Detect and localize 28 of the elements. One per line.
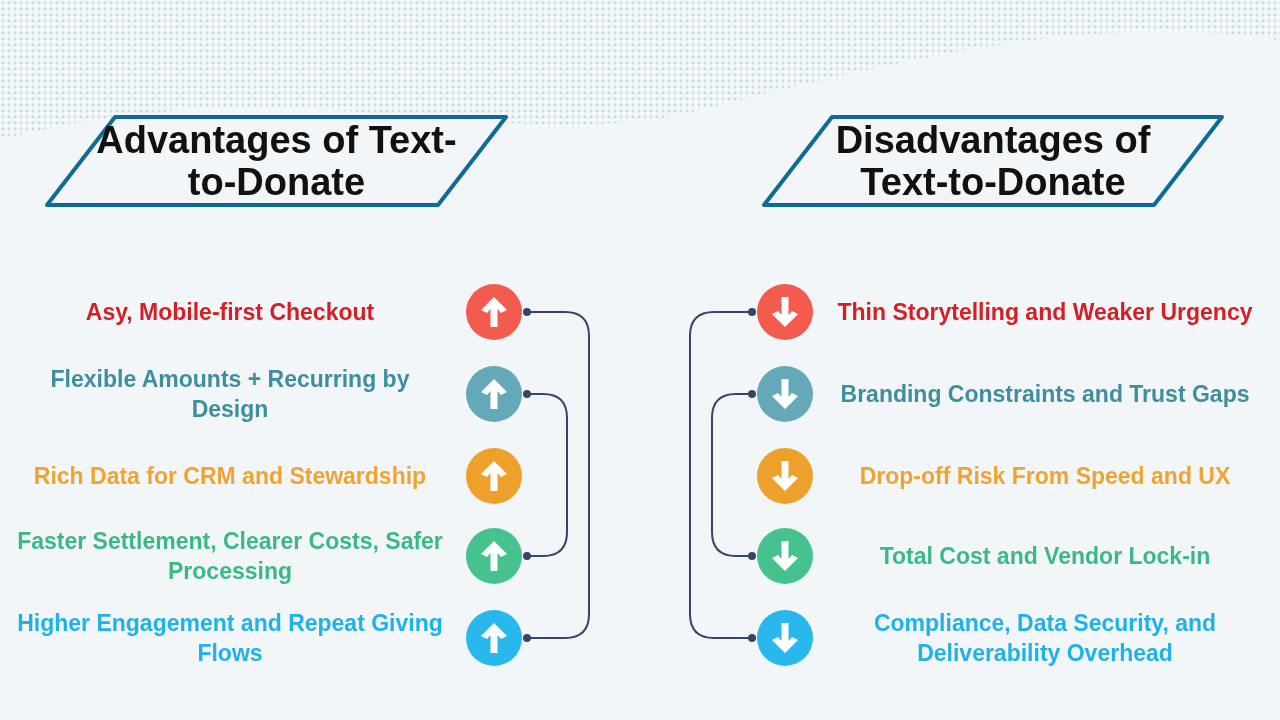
section-title: Advantages of Text-to-Donate [95,119,458,203]
bracket-connector [523,390,568,560]
title-parallelogram [45,115,508,207]
title-parallelogram [762,115,1224,207]
item-text: Flexible Amounts + Recurring by Design [49,365,411,424]
item-text: Higher Engagement and Repeat Giving Flows [16,609,444,668]
arrow-circle [757,528,813,584]
item-text: Rich Data for CRM and Stewardship [32,462,428,491]
item-text: Thin Storytelling and Weaker Urgency [836,298,1254,327]
bracket-connector [689,308,756,642]
section-title: Disadvantages of Text-to-Donate [834,119,1152,203]
item-text: Faster Settlement, Clearer Costs, Safer Processing [16,527,444,586]
arrow-circle [466,448,522,504]
arrow-circle [757,610,813,666]
bracket-connector [523,308,590,642]
arrow-circle [466,284,522,340]
item-text: Drop-off Risk From Speed and UX [858,462,1232,491]
arrow-circle [466,528,522,584]
arrow-circle [757,448,813,504]
item-text: Branding Constraints and Trust Gaps [839,380,1251,409]
item-text: Compliance, Data Security, and Deliverability Overhead [872,609,1218,668]
arrow-circle [757,284,813,340]
bracket-connector [711,390,756,560]
arrow-circle [757,366,813,422]
item-text: Total Cost and Vendor Lock-in [878,542,1212,571]
item-text: Asy, Mobile-first Checkout [84,298,376,327]
arrow-circle [466,610,522,666]
arrow-circle [466,366,522,422]
